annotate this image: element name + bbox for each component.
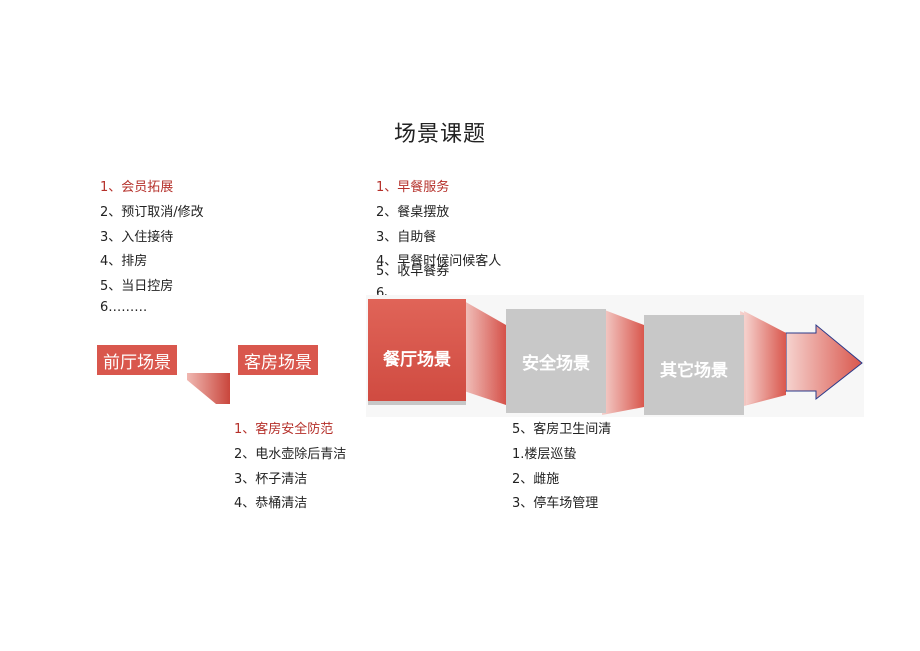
list-item: 1.楼层巡蛰 [512,446,577,462]
other-stage-label: 其它场景 [660,360,728,381]
page-title: 场景课题 [393,122,486,147]
list-item: 3、入住接待 [100,229,174,245]
list-item: 6……… [100,299,148,315]
list-item: 3、自助餐 [376,229,437,245]
restaurant-topic-list: 1、早餐服务 2、餐桌摆放 3、自助餐 4、早餐时候问候客人 5、收早餐券 6、… [376,176,501,307]
list-item: 2、雌施 [512,471,560,487]
list-item: 3、停车场管理 [512,496,599,512]
list-item: 4、恭桶清洁 [234,496,308,512]
list-item: 1、早餐服务 [376,180,450,195]
front-desk-topic-list: 1、会员拓展 2、预订取消/修改 3、入住接待 4、排房 5、当日控房 6……… [100,176,204,321]
list-item: 4、排房 [100,254,148,270]
guest-room-stage-label: 客房场景 [244,352,312,373]
other-topic-list: 5、客房卫生间清 1.楼层巡蛰 2、雌施 3、停车场管理 [512,418,611,517]
list-item: 5、客房卫生间清 [512,422,612,437]
other-stage-box [644,315,744,415]
restaurant-stage-box [368,299,466,405]
list-item: 2、预订取消/修改 [100,204,204,220]
list-item: 4、早餐时候问候客人 [376,254,502,270]
room-topic-list: 1、客房安全防范 2、电水壶除后青洁 3、杯子清洁 4、恭桶清洁 [234,418,346,517]
restaurant-stage-label: 餐厅场景 [383,349,451,370]
list-item: 1、会员拓展 [100,180,174,195]
arrow-right-icon [785,323,863,401]
small-connector-arrow [187,373,230,404]
list-item: 1、客房安全防范 [234,422,334,437]
list-item: 3、杯子清洁 [234,471,308,487]
list-item: 5、收早餐券 [376,264,450,280]
list-item: 2、餐桌摆放 [376,204,450,220]
safety-stage-box [506,309,606,413]
front-desk-stage-label: 前厅场景 [103,352,171,373]
list-item: 2、电水壶除后青洁 [234,446,347,462]
scene-flow-diagram [366,295,864,417]
front-desk-stage: 前厅场景 [97,345,177,375]
safety-stage-label: 安全场景 [522,353,590,374]
guest-room-stage: 客房场景 [238,345,318,375]
list-item: 5、当日控房 [100,279,174,295]
